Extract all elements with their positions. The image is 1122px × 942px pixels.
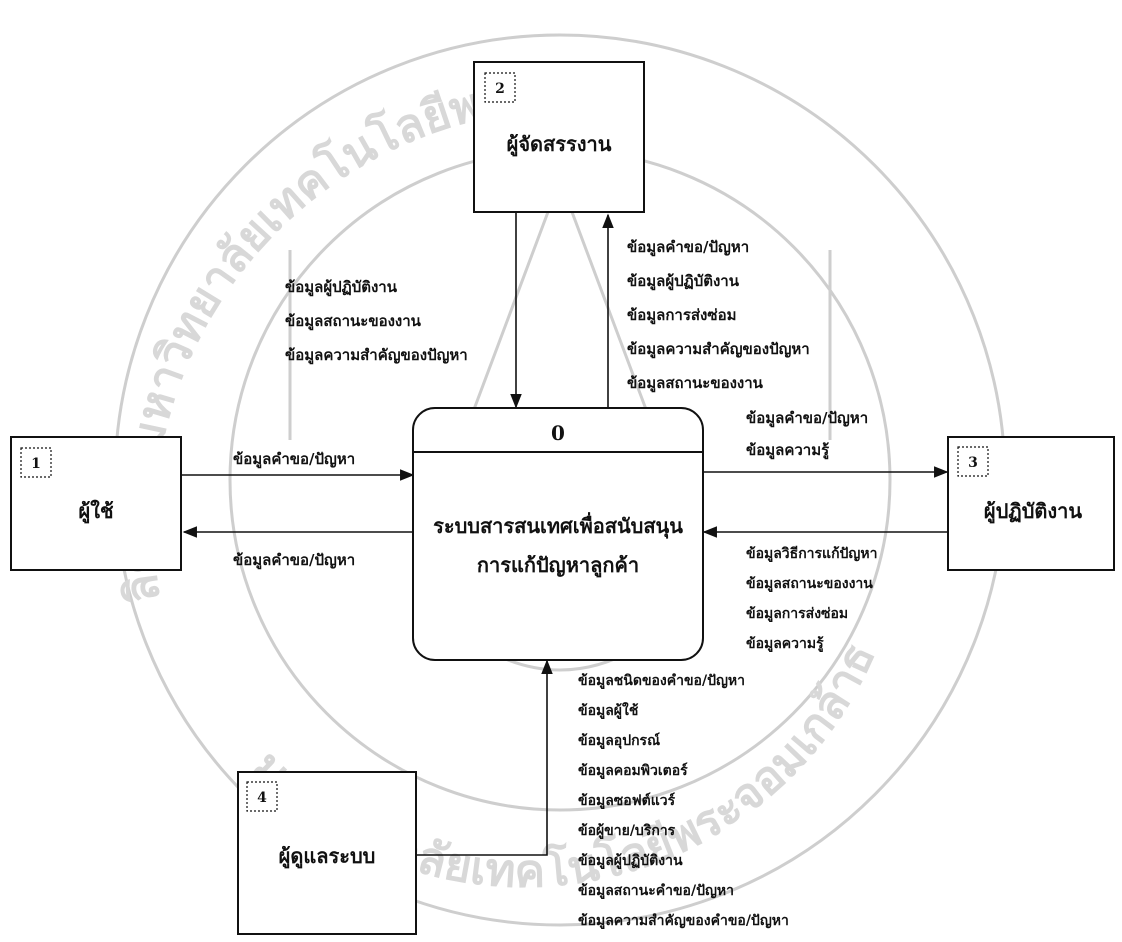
entity-dispatcher-name: ผู้จัดสรรงาน xyxy=(507,132,612,158)
labels-dispatcher-to-process: ข้อมูลผู้ปฏิบัติงาน ข้อมูลสถานะของงาน ข้… xyxy=(285,278,468,365)
entity-user-name: ผู้ใช้ xyxy=(78,499,113,525)
flow-label: ข้อมูลสถานะคำขอ/ปัญหา xyxy=(578,883,734,899)
flow-label: ข้อมูลความสำคัญของคำขอ/ปัญหา xyxy=(578,913,789,929)
flow-label: ข้อมูลคำขอ/ปัญหา xyxy=(233,450,355,469)
flow-label: ข้อมูลชนิดของคำขอ/ปัญหา xyxy=(578,673,745,689)
process-id: 0 xyxy=(551,421,565,445)
labels-user-to-process: ข้อมูลคำขอ/ปัญหา xyxy=(233,450,355,469)
watermark-spire xyxy=(467,175,653,422)
process-title-line1: ระบบสารสนเทศเพื่อสนับสนุน xyxy=(433,511,683,539)
data-flows xyxy=(182,213,949,856)
flow-label: ข้อมูลคำขอ/ปัญหา xyxy=(627,238,749,257)
entity-admin: 4 ผู้ดูแลระบบ xyxy=(237,771,417,935)
flow-label: ข้อมูลผู้ปฏิบัติงาน xyxy=(627,272,740,291)
flow-label: ข้อมูลผู้ปฏิบัติงาน xyxy=(578,853,683,869)
entity-operator-id-box xyxy=(957,446,989,477)
flow-label: ข้อมูลคอมพิวเตอร์ xyxy=(578,762,688,779)
flow-label: ข้อมูลผู้ปฏิบัติงาน xyxy=(285,278,398,297)
flow-label: ข้อมูลสถานะของงาน xyxy=(746,576,873,592)
entity-admin-name: ผู้ดูแลระบบ xyxy=(279,844,376,870)
flow-label: ข้อมูลคำขอ/ปัญหา xyxy=(233,551,355,570)
labels-operator-to-process: ข้อมูลวิธีการแก้ปัญหา ข้อมูลสถานะของงาน … xyxy=(746,546,877,652)
flow-admin-to-process xyxy=(417,659,553,856)
watermark-umbrellas xyxy=(288,250,832,440)
process-0: 0 ระบบสารสนเทศเพื่อสนับสนุน การแก้ปัญหาล… xyxy=(412,407,704,661)
entity-dispatcher-id-box xyxy=(484,72,516,103)
flow-label: ข้อมูลการส่งซ่อม xyxy=(746,606,848,622)
entity-operator-name: ผู้ปฏิบัติงาน xyxy=(984,499,1083,525)
entity-dispatcher: 2 ผู้จัดสรรงาน xyxy=(473,61,645,213)
flow-label: ข้อผู้ขาย/บริการ xyxy=(578,823,676,839)
entity-user-id-box xyxy=(20,447,52,478)
flow-label: ข้อมูลการส่งซ่อม xyxy=(627,306,736,325)
flow-label: ข้อมูลซอฟต์แวร์ xyxy=(578,792,676,809)
entity-user: 1 ผู้ใช้ xyxy=(10,436,182,571)
entity-user-id: 1 xyxy=(31,456,41,472)
flow-label: ข้อมูลความสำคัญของปัญหา xyxy=(627,340,810,359)
flow-label: ข้อมูลความรู้ xyxy=(746,441,830,460)
flow-label: ข้อมูลสถานะของงาน xyxy=(285,312,422,331)
process-box xyxy=(412,407,704,661)
process-title-line2: การแก้ปัญหาลูกค้า xyxy=(477,553,639,579)
labels-process-to-dispatcher: ข้อมูลคำขอ/ปัญหา ข้อมูลผู้ปฏิบัติงาน ข้อ… xyxy=(627,238,810,393)
flow-label: ข้อมูลวิธีการแก้ปัญหา xyxy=(746,546,877,562)
flow-label: ข้อมูลสถานะของงาน xyxy=(627,374,764,393)
entity-dispatcher-id: 2 xyxy=(495,81,505,97)
flow-label: ข้อมูลคำขอ/ปัญหา xyxy=(746,409,868,428)
flow-label: ข้อมูลความสำคัญของปัญหา xyxy=(285,346,468,365)
flow-label: ข้อมูลอุปกรณ์ xyxy=(578,732,660,749)
labels-admin-to-process: ข้อมูลชนิดของคำขอ/ปัญหา ข้อมูลผู้ใช้ ข้อ… xyxy=(578,673,789,929)
entity-admin-id-box xyxy=(246,781,278,812)
entity-operator: 3 ผู้ปฏิบัติงาน xyxy=(947,436,1115,571)
labels-process-to-operator: ข้อมูลคำขอ/ปัญหา ข้อมูลความรู้ xyxy=(746,409,868,460)
entity-admin-id: 4 xyxy=(257,790,267,806)
flow-label: ข้อมูลความรู้ xyxy=(746,636,824,652)
labels-process-to-user: ข้อมูลคำขอ/ปัญหา xyxy=(233,551,355,570)
entity-operator-id: 3 xyxy=(968,455,978,471)
flow-label: ข้อมูลผู้ใช้ xyxy=(578,701,639,719)
